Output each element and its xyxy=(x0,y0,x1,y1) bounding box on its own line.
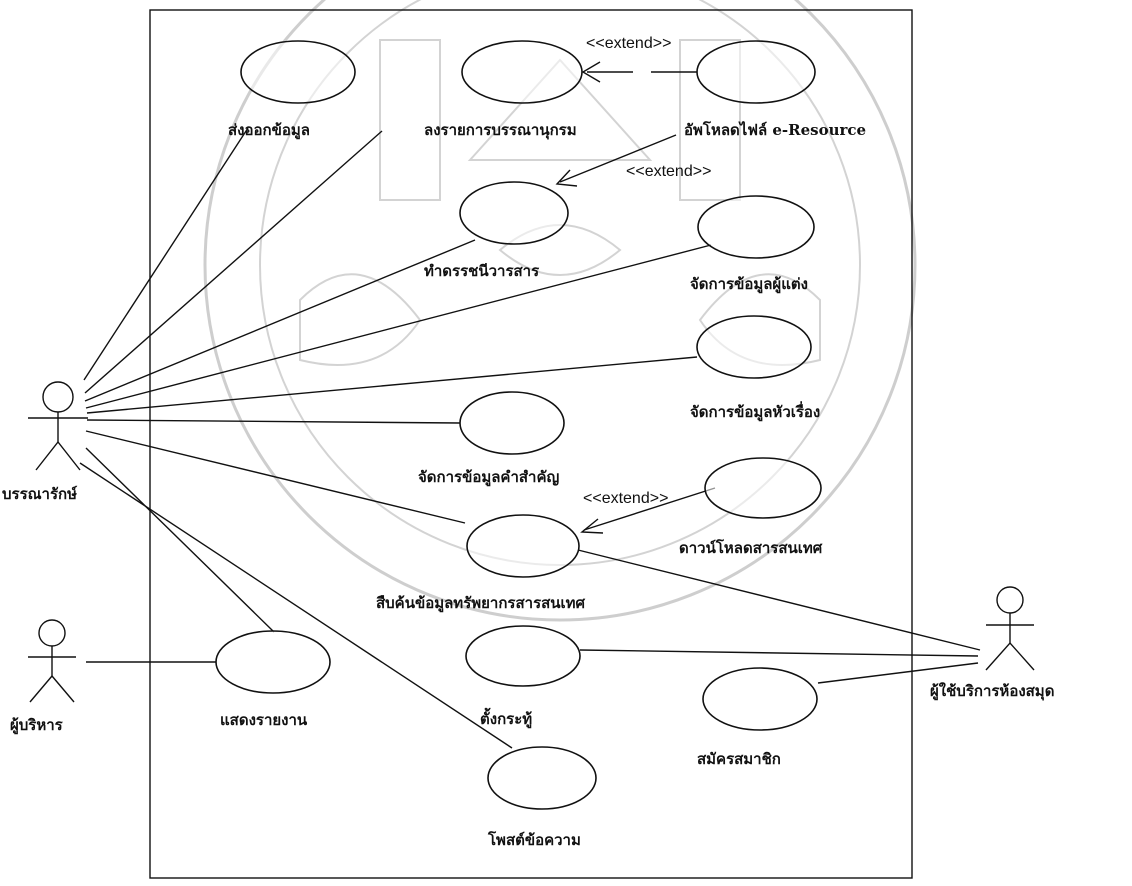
actor-librarian-head xyxy=(42,381,74,413)
actor-administrator[interactable] xyxy=(28,619,76,703)
assoc-user-topic xyxy=(579,649,979,657)
label-catalog-entry: ลงรายการบรรณานุกรม xyxy=(424,121,577,140)
use-cases xyxy=(215,40,822,810)
label-show-reports: แสดงรายงาน xyxy=(220,711,308,729)
label-post-topic: ตั้งกระทู้ xyxy=(480,707,532,729)
use-case-search-resources[interactable] xyxy=(466,514,580,578)
assoc-user-search xyxy=(577,549,981,651)
user-associations xyxy=(577,549,981,684)
label-export-data: ส่งออกข้อมูล xyxy=(228,121,310,140)
extend-arrows xyxy=(555,61,716,534)
actor-librarian-legs xyxy=(35,440,81,471)
actor-user-head xyxy=(996,586,1024,614)
assoc-keywords xyxy=(86,419,461,424)
actor-library-user-label: ผู้ใช้บริการห้องสมุด xyxy=(930,682,1054,701)
use-case-upload-eresource[interactable] xyxy=(696,40,816,104)
actor-admin-head xyxy=(38,619,66,647)
assoc-reports xyxy=(85,447,275,633)
assoc-user-register xyxy=(817,662,979,684)
label-manage-authors: จัดการข้อมูลผู้แต่ง xyxy=(690,275,808,294)
extend-arrowhead-3 xyxy=(580,518,604,534)
use-case-register-member[interactable] xyxy=(702,667,818,731)
assoc-index xyxy=(84,239,476,402)
extend-arrowhead-2 xyxy=(555,169,578,187)
actor-admin-legs xyxy=(29,674,75,703)
assoc-post xyxy=(79,462,513,749)
assoc-catalog xyxy=(84,130,383,394)
actor-librarian-label: บรรณารักษ์ xyxy=(2,485,77,503)
use-case-journal-index[interactable] xyxy=(459,181,569,245)
extend-arrowhead-1 xyxy=(581,61,601,83)
label-post-message: โพสต์ข้อความ xyxy=(487,830,581,849)
assoc-export xyxy=(83,127,249,381)
use-case-manage-subjects[interactable] xyxy=(696,315,812,379)
system-boundary xyxy=(149,9,913,879)
label-manage-keywords: จัดการข้อมูลคำสำคัญ xyxy=(418,468,560,487)
actor-library-user[interactable] xyxy=(985,586,1035,671)
use-case-catalog-entry[interactable] xyxy=(461,40,583,104)
extend-upload-to-index xyxy=(559,134,677,183)
extend-label-2: <<extend>> xyxy=(626,163,711,180)
use-case-export-data[interactable] xyxy=(240,40,356,104)
use-case-show-reports[interactable] xyxy=(215,630,331,694)
label-register-member: สมัครสมาชิก xyxy=(697,750,781,768)
label-download-info: ดาวน์โหลดสารสนเทศ xyxy=(679,538,823,557)
actor-user-legs xyxy=(985,641,1035,671)
use-case-manage-authors[interactable] xyxy=(697,195,815,259)
seal-outer-ring xyxy=(203,0,917,622)
assoc-authors xyxy=(85,244,712,409)
use-case-download-info[interactable] xyxy=(704,457,822,519)
label-upload-eresource: อัพโหลดไฟล์ e-Resource xyxy=(684,120,866,139)
label-journal-index: ทำดรรชนีวารสาร xyxy=(424,262,540,280)
actor-librarian[interactable] xyxy=(28,381,88,471)
extend-label-3: <<extend>> xyxy=(583,490,668,507)
extend-label-1: <<extend>> xyxy=(586,35,671,52)
use-case-manage-keywords[interactable] xyxy=(459,391,565,455)
assoc-subjects xyxy=(86,356,698,414)
librarian-associations xyxy=(79,127,712,749)
actor-administrator-label: ผู้บริหาร xyxy=(10,716,64,735)
label-search-resources: สืบค้นข้อมูลทรัพยากรสารสนเทศ xyxy=(376,594,586,613)
assoc-search xyxy=(85,430,466,524)
extend-download-to-search xyxy=(583,487,716,531)
use-case-post-message[interactable] xyxy=(487,746,597,810)
use-case-post-topic[interactable] xyxy=(465,625,581,687)
label-manage-subjects: จัดการข้อมูลหัวเรื่อง xyxy=(690,401,820,422)
use-case-labels: ส่งออกข้อมูล ลงรายการบรรณานุกรม อัพโหลดไ… xyxy=(220,120,866,849)
